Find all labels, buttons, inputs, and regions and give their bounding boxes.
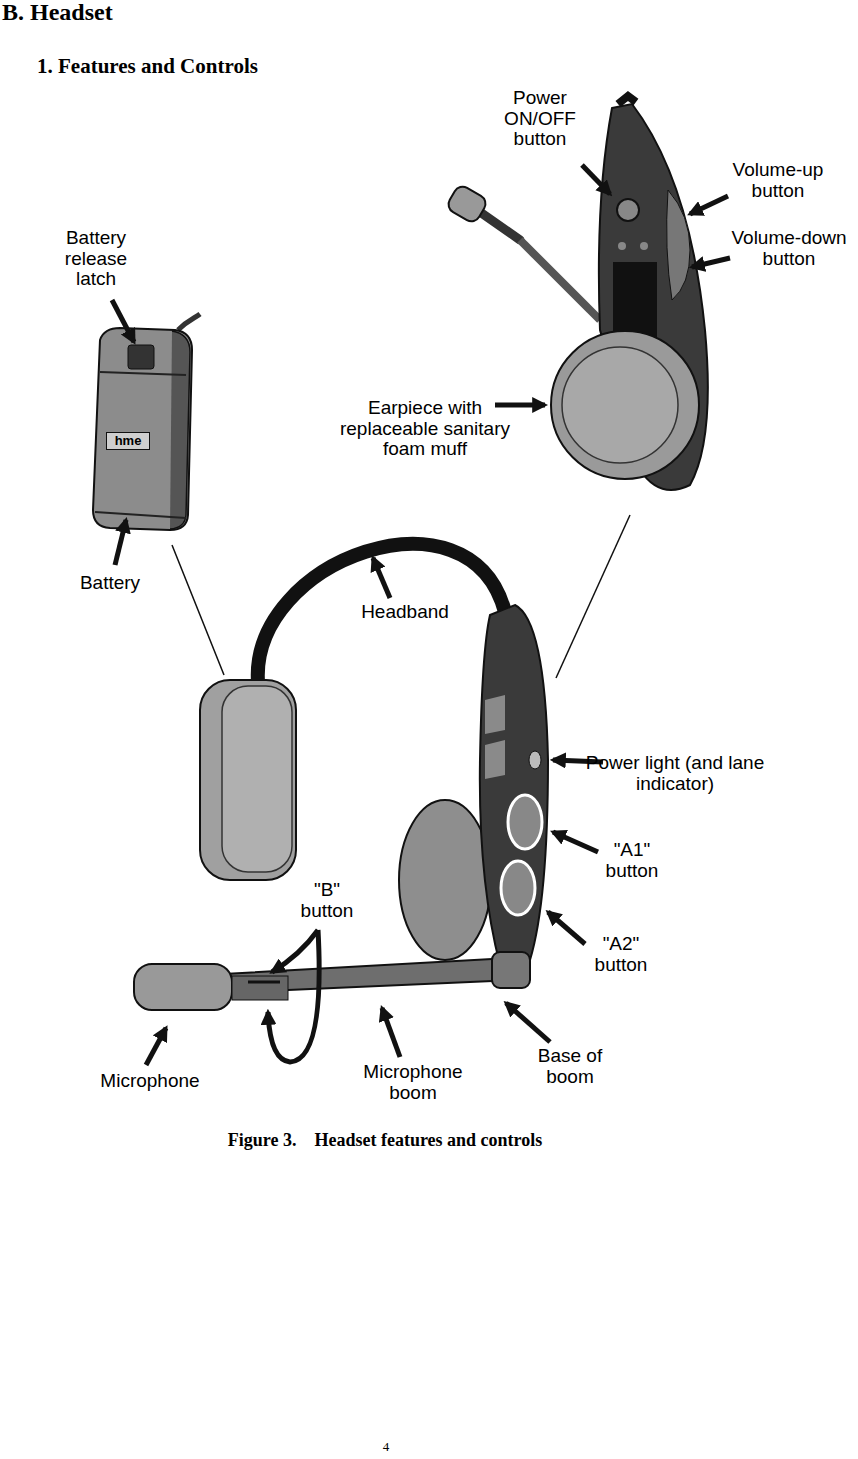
callout-label: Battery bbox=[70, 573, 150, 594]
zoom-line bbox=[172, 545, 224, 675]
page-number: 4 bbox=[371, 1440, 401, 1454]
callout-label: Volume-up button bbox=[718, 160, 838, 201]
callout-label: Power light (and lane indicator) bbox=[575, 753, 775, 794]
figure-caption: Figure 3. Headset features and controls bbox=[185, 1131, 585, 1150]
callout-label: Microphone bbox=[85, 1071, 215, 1092]
zoom-line bbox=[556, 515, 630, 678]
callout-label: Microphone boom bbox=[348, 1062, 478, 1103]
headset bbox=[134, 544, 548, 1010]
leader-arrows bbox=[112, 165, 730, 1065]
callout-label: Volume-down button bbox=[724, 228, 854, 269]
callout-label: Battery release latch bbox=[48, 228, 144, 290]
callout-label: Earpiece with replaceable sanitary foam … bbox=[325, 398, 525, 460]
brand-logo: hme bbox=[106, 432, 150, 450]
callout-label: Base of boom bbox=[520, 1046, 620, 1087]
battery-pack bbox=[93, 314, 200, 530]
callout-label: Power ON/OFF button bbox=[492, 88, 588, 150]
section-title: B. Headset bbox=[2, 0, 113, 26]
callout-label: "B" button bbox=[287, 880, 367, 921]
callout-label: Headband bbox=[350, 602, 460, 623]
callout-label: "A2" button bbox=[581, 934, 661, 975]
subsection-title: 1. Features and Controls bbox=[37, 55, 457, 78]
callout-label: "A1" button bbox=[592, 840, 672, 881]
